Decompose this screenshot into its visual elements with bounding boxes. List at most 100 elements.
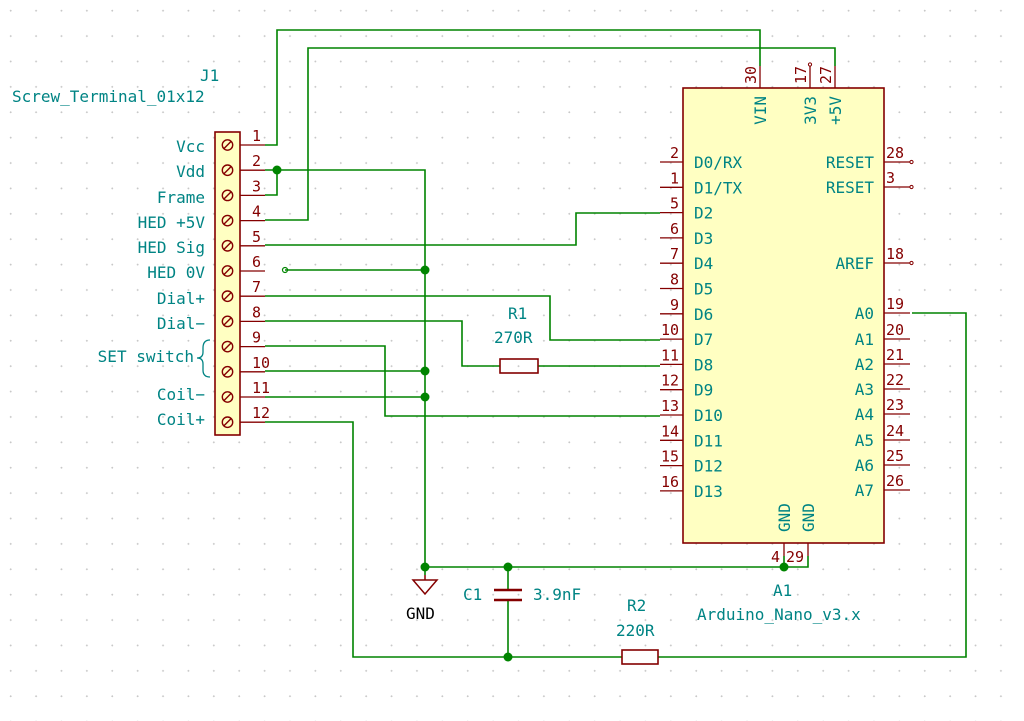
a1-value: Arduino_Nano_v3.x — [697, 605, 861, 624]
pin-name: A5 — [855, 431, 874, 450]
c1-ref: C1 — [463, 585, 482, 604]
junction — [420, 265, 430, 275]
terminal-pin-2[interactable]: 2 — [221, 152, 265, 177]
pin-name: D2 — [694, 204, 713, 223]
resistor-r2[interactable]: R2 220R — [616, 596, 659, 665]
wire-r2-a0 — [658, 312, 967, 658]
c1-value: 3.9nF — [533, 585, 581, 604]
pin-number: 2 — [670, 144, 679, 162]
pin-name: D10 — [694, 406, 723, 425]
terminal-pin-1[interactable]: 1 — [221, 127, 265, 151]
pin-name: D12 — [694, 457, 723, 476]
pin-name: D4 — [694, 254, 713, 273]
pin-name: D5 — [694, 280, 713, 299]
terminal-pin-11[interactable]: 11 — [221, 379, 270, 403]
resistor-r1[interactable]: R1 270R — [494, 304, 539, 374]
terminal-pin-number: 10 — [252, 354, 270, 372]
junction — [420, 392, 430, 402]
arduino-right-pins: 28RESET3RESET18AREF19A020A121A222A323A42… — [826, 144, 914, 500]
pin-number: 20 — [886, 321, 904, 339]
pin-number: 29 — [786, 548, 804, 566]
terminal-pin-3[interactable]: 3 — [221, 177, 265, 202]
junctions — [272, 165, 789, 662]
pin-name: RESET — [826, 153, 875, 172]
junction — [779, 562, 789, 572]
terminal-pin-12[interactable]: 12 — [221, 404, 270, 429]
terminal-pin-number: 6 — [252, 253, 261, 271]
terminal-pin-9[interactable]: 9 — [221, 329, 265, 353]
junction — [420, 366, 430, 376]
r1-ref: R1 — [508, 304, 527, 323]
j1-value: Screw_Terminal_01x12 — [12, 87, 205, 106]
pin-number: 3 — [886, 169, 895, 187]
pin-name: AREF — [835, 254, 874, 273]
terminal-pin-4[interactable]: 4 — [221, 203, 265, 227]
terminal-pin-number: 5 — [252, 228, 261, 246]
pin-name: A1 — [855, 330, 874, 349]
terminal-pin-number: 7 — [252, 278, 261, 296]
terminal-pin-10[interactable]: 10 — [221, 354, 270, 378]
pin-name: +5V — [826, 96, 845, 125]
terminal-pin-7[interactable]: 7 — [221, 278, 265, 303]
a1-ref: A1 — [773, 581, 792, 600]
terminal-body — [214, 131, 241, 436]
pin-number: 9 — [670, 296, 679, 314]
junction — [503, 562, 513, 572]
pin-number: 28 — [886, 144, 904, 162]
terminal-wire-label: Frame — [157, 188, 205, 207]
gnd-symbol[interactable]: GND — [406, 575, 439, 623]
terminal-pin-number: 12 — [252, 404, 270, 422]
pin-name: A0 — [855, 304, 874, 323]
pin-name: A7 — [855, 481, 874, 500]
terminal-pin-8[interactable]: 8 — [221, 303, 265, 328]
terminal-pin-6[interactable]: 6 — [221, 253, 265, 277]
pin-number: 19 — [886, 295, 904, 313]
r1-body — [499, 358, 539, 374]
wire-hed5v-5v — [265, 47, 836, 221]
pin-number: 30 — [742, 66, 760, 84]
junction — [272, 165, 282, 175]
terminal-pin-5[interactable]: 5 — [221, 228, 265, 252]
arduino-pin--5v[interactable]: 27+5V — [817, 66, 845, 125]
pin-name: A6 — [855, 456, 874, 475]
pin-number: 14 — [661, 422, 679, 440]
wire-vdd-gnd — [265, 169, 426, 575]
capacitor-c1[interactable]: C1 3.9nF — [463, 585, 581, 604]
